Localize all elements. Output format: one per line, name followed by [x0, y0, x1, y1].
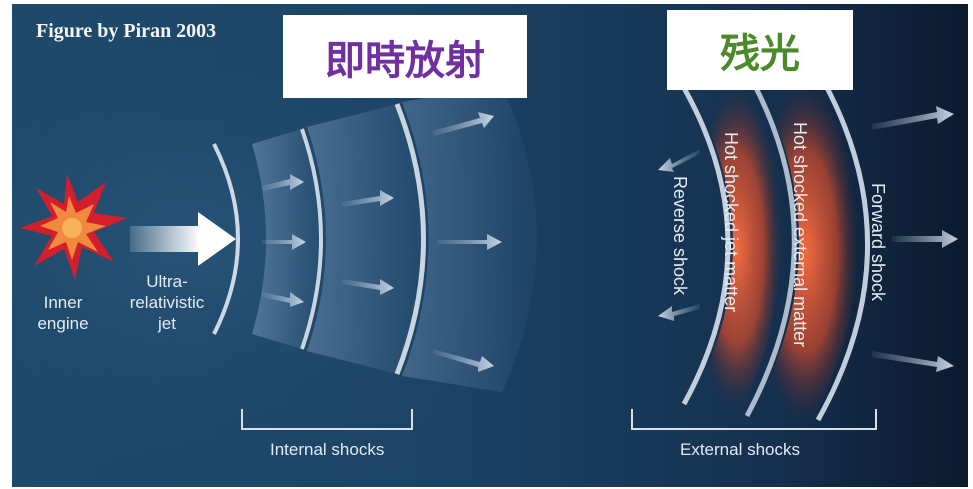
- forward-shock-arrows: [872, 106, 958, 372]
- figure-credit: Figure by Piran 2003: [36, 20, 217, 42]
- contact-discontinuity: [744, 82, 797, 418]
- internal-shock-shells: [212, 86, 537, 392]
- external-shock-shells: [681, 80, 870, 422]
- inner-engine-label: Inner engine: [28, 292, 98, 334]
- prompt-emission-label: 即時放射: [325, 37, 485, 84]
- inner-engine-starburst: [20, 174, 127, 280]
- prompt-emission-label-box: 即時放射: [283, 15, 527, 98]
- jet-label-line1: Ultra-: [146, 272, 188, 291]
- shock-front-1: [212, 143, 240, 335]
- afterglow-label-box: 残光: [667, 10, 853, 90]
- shell-3: [402, 86, 537, 392]
- shock-front-2: [300, 128, 323, 350]
- internal-shocks-bracket: [241, 409, 413, 430]
- jet-label-line2: relativistic: [129, 293, 205, 312]
- inner-engine-label-line1: Inner: [43, 293, 83, 312]
- forward-shock-front: [815, 80, 870, 422]
- shock-front-3: [394, 103, 426, 375]
- shell-2: [307, 104, 424, 374]
- jet-label: Ultra- relativistic jet: [112, 271, 222, 334]
- forward-shock-label: Forward shock: [868, 183, 888, 302]
- external-shocks-label: External shocks: [680, 440, 800, 459]
- hot-jet-matter-region: [692, 88, 783, 409]
- internal-shocks-label: Internal shocks: [270, 440, 385, 459]
- hot-external-matter-region: [752, 84, 859, 420]
- hot-external-matter-label: Hot shocked external matter: [790, 122, 810, 348]
- jet-label-line3: jet: [158, 314, 176, 333]
- hot-jet-matter-label: Hot shocked jet matter: [721, 132, 741, 313]
- external-shocks-bracket: [631, 409, 877, 430]
- reverse-shock-label: Reverse shock: [670, 176, 690, 296]
- reverse-shock-arrows: [658, 149, 700, 321]
- jet-arrow: [130, 212, 236, 266]
- afterglow-label: 残光: [720, 31, 800, 77]
- reverse-shock-front: [681, 86, 731, 406]
- internal-flow-arrows: [262, 112, 502, 372]
- inner-engine-label-line2: engine: [37, 314, 89, 333]
